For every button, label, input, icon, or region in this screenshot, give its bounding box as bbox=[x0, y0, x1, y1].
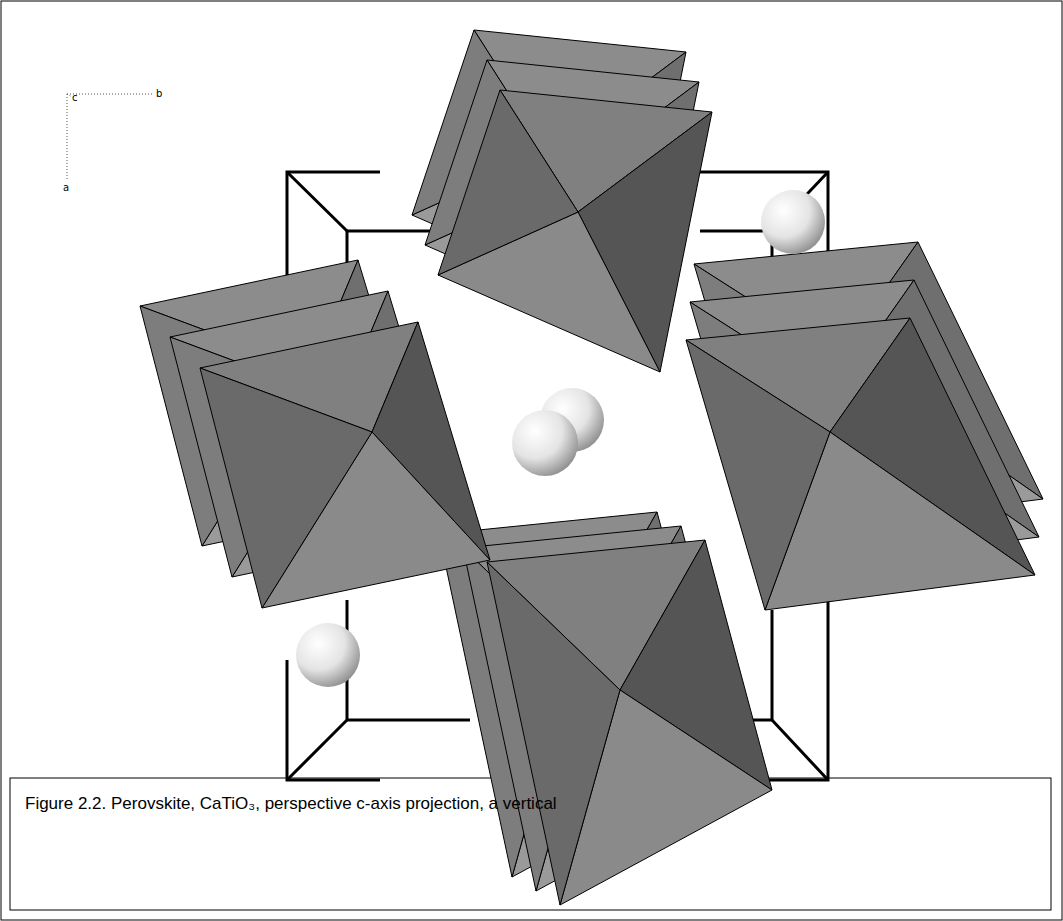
octahedra bbox=[140, 30, 1043, 905]
axis-label: c bbox=[72, 92, 78, 103]
octahedron-face bbox=[438, 90, 578, 275]
octahedron-face bbox=[487, 562, 620, 905]
axis-icon bbox=[67, 94, 153, 180]
ca-atoms bbox=[296, 190, 825, 687]
axis-label: a bbox=[63, 182, 69, 193]
octahedron-face bbox=[200, 368, 372, 608]
figure-caption: Figure 2.2. Perovskite, CaTiO₃, perspect… bbox=[25, 794, 557, 814]
axis-label: b bbox=[156, 88, 162, 99]
